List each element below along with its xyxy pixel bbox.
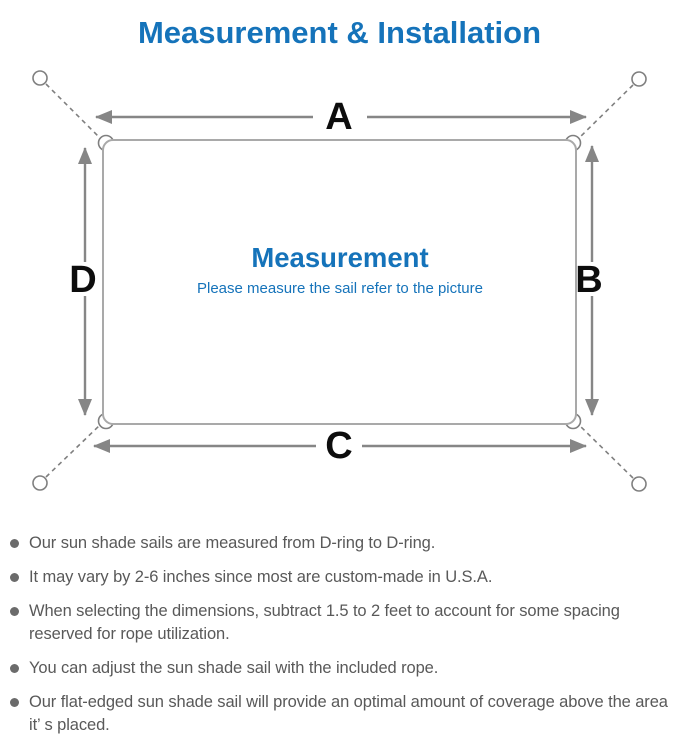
dimension-label-a: A [325, 96, 352, 138]
diagram-center-title: Measurement [251, 242, 428, 273]
note-text: When selecting the dimensions, subtract … [29, 602, 620, 643]
bullet-icon [10, 664, 19, 673]
anchor-point-bottom-left [32, 475, 48, 491]
bullet-icon [10, 573, 19, 582]
note-text: Our flat-edged sun shade sail will provi… [29, 693, 668, 734]
dimension-label-c: C [325, 425, 352, 467]
anchor-point-bottom-right [631, 476, 647, 492]
rope-line-bottom-left [45, 423, 102, 478]
sail-diagram-canvas: A B C D Measurement Please measure the s… [32, 70, 647, 492]
rope-line-top-left [45, 83, 102, 140]
anchor-point-top-right [631, 71, 647, 87]
bullet-icon [10, 607, 19, 616]
note-item: Our flat-edged sun shade sail will provi… [6, 691, 673, 737]
sail-outline [102, 139, 577, 425]
page-title: Measurement & Installation [137, 15, 542, 50]
note-text: It may vary by 2-6 inches since most are… [29, 568, 493, 586]
anchor-point-top-left [32, 70, 48, 86]
note-item: You can adjust the sun shade sail with t… [6, 657, 673, 680]
rope-line-bottom-right [577, 423, 634, 479]
note-item: It may vary by 2-6 inches since most are… [6, 566, 673, 589]
note-text: Our sun shade sails are measured from D-… [29, 534, 436, 552]
note-item: When selecting the dimensions, subtract … [6, 600, 673, 646]
measurement-diagram: A B C D Measurement Please measure the s… [0, 60, 679, 520]
bullet-icon [10, 698, 19, 707]
dimension-label-d: D [69, 259, 96, 301]
dimension-label-b: B [575, 259, 602, 301]
note-item: Our sun shade sails are measured from D-… [6, 532, 673, 555]
diagram-center-subtitle: Please measure the sail refer to the pic… [197, 280, 483, 297]
rope-line-top-right [577, 84, 634, 140]
notes-list: Our sun shade sails are measured from D-… [0, 532, 679, 737]
note-text: You can adjust the sun shade sail with t… [29, 659, 439, 677]
bullet-icon [10, 539, 19, 548]
